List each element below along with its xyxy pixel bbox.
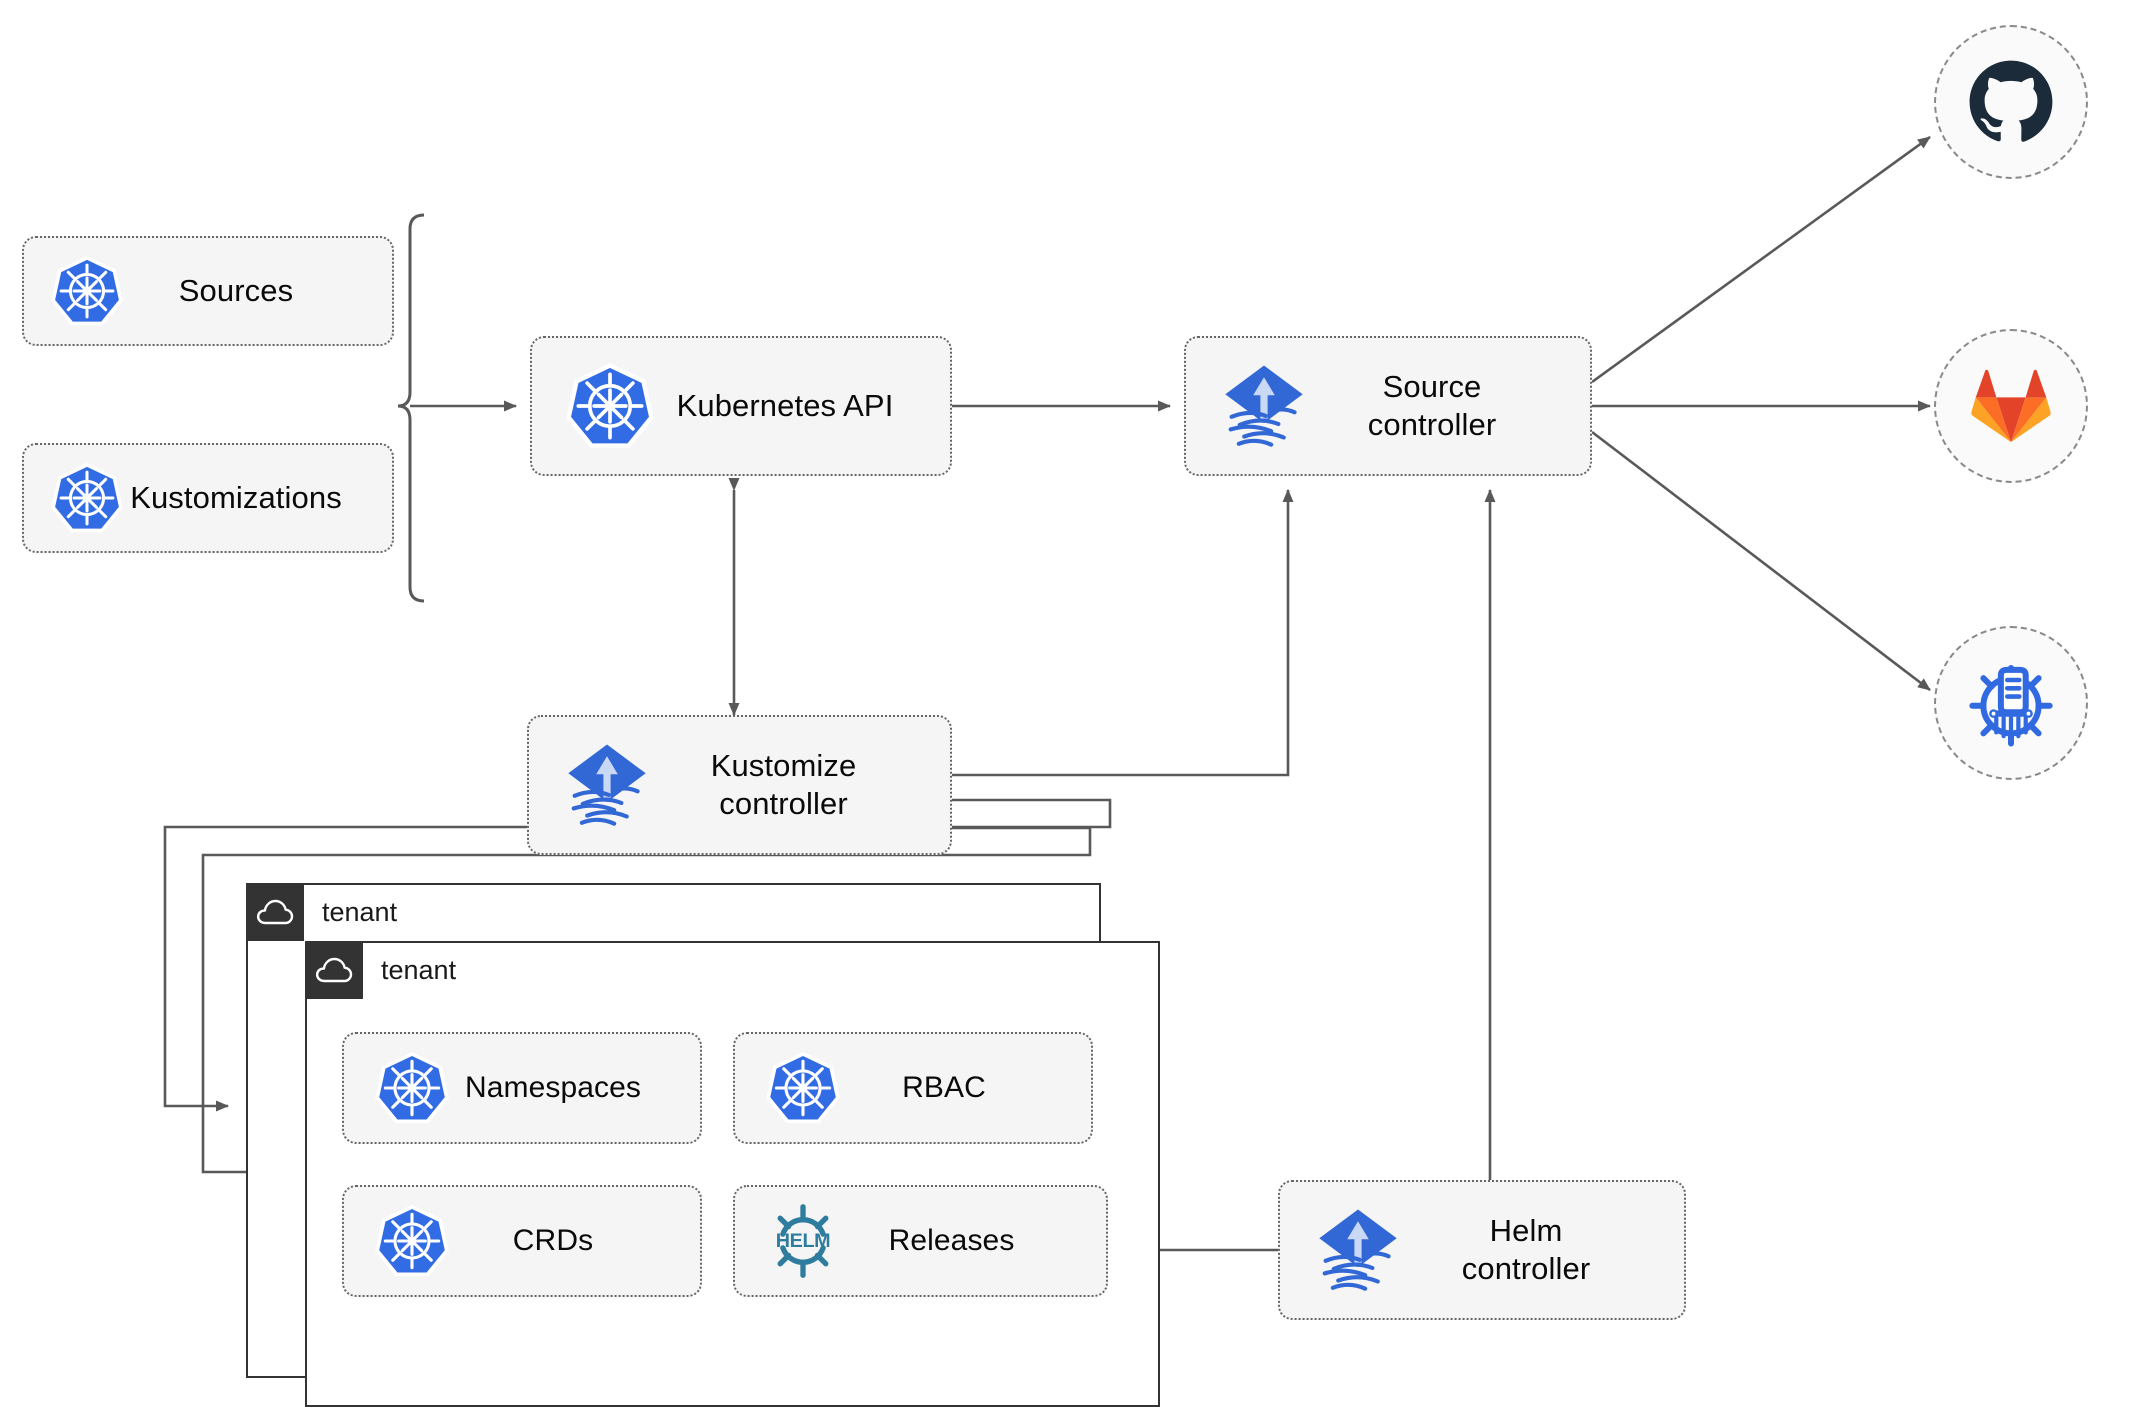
group-brace bbox=[397, 213, 425, 603]
node-crds[interactable]: CRDs bbox=[342, 1185, 702, 1297]
node-label-rbac: RBAC bbox=[902, 1070, 986, 1104]
node-kustomizations[interactable]: Kustomizations bbox=[22, 443, 394, 553]
edge-source-to-github bbox=[1591, 135, 1931, 384]
kubernetes-icon bbox=[374, 1050, 450, 1126]
node-rbac[interactable]: RBAC bbox=[733, 1032, 1093, 1144]
node-kustomize-controller[interactable]: Kustomize controller bbox=[527, 715, 952, 855]
kubernetes-icon bbox=[765, 1050, 841, 1126]
flux-icon bbox=[1312, 1204, 1404, 1296]
node-label-source-controller: Source controller bbox=[1367, 369, 1497, 442]
tenant-panel-front[interactable]: tenant bbox=[305, 941, 1160, 1407]
node-label-helm-controller: Helm controller bbox=[1461, 1213, 1591, 1286]
node-namespaces[interactable]: Namespaces bbox=[342, 1032, 702, 1144]
node-label-kubernetes-api: Kubernetes API bbox=[676, 388, 894, 424]
node-helm-controller[interactable]: Helm controller bbox=[1278, 1180, 1686, 1320]
kubernetes-icon bbox=[374, 1203, 450, 1279]
kubernetes-icon bbox=[564, 360, 656, 452]
svg-text:HELM: HELM bbox=[776, 1230, 830, 1252]
kubernetes-icon bbox=[50, 461, 124, 535]
node-label-sources: Sources bbox=[178, 273, 294, 309]
harbor-icon bbox=[1969, 665, 2053, 747]
node-label-namespaces: Namespaces bbox=[464, 1070, 642, 1104]
tenant-tab-front: tenant bbox=[305, 941, 456, 999]
external-source-gitlab[interactable] bbox=[1934, 329, 2088, 483]
tenant-label-front: tenant bbox=[381, 954, 457, 985]
kubernetes-icon bbox=[50, 254, 124, 328]
node-sources[interactable]: Sources bbox=[22, 236, 394, 346]
cloud-icon bbox=[246, 883, 304, 941]
github-icon bbox=[1969, 60, 2053, 142]
helm-icon: HELM bbox=[765, 1203, 841, 1279]
node-label-releases: Releases bbox=[888, 1223, 1015, 1257]
external-source-github[interactable] bbox=[1934, 25, 2088, 179]
tenant-tab-back: tenant bbox=[246, 883, 397, 941]
node-label-kustomize-controller: Kustomize controller bbox=[710, 748, 857, 821]
tenant-label-back: tenant bbox=[322, 896, 398, 927]
flux-icon bbox=[561, 739, 653, 831]
node-source-controller[interactable]: Source controller bbox=[1184, 336, 1592, 476]
gitlab-icon bbox=[1971, 369, 2051, 443]
node-label-kustomizations: Kustomizations bbox=[130, 480, 342, 516]
flux-icon bbox=[1218, 360, 1310, 452]
edge-kustomize-to-source bbox=[952, 489, 1294, 777]
external-source-harbor[interactable] bbox=[1934, 626, 2088, 780]
node-releases[interactable]: HELM Releases bbox=[733, 1185, 1108, 1297]
node-label-crds: CRDs bbox=[512, 1223, 594, 1257]
cloud-icon bbox=[305, 941, 363, 999]
node-kubernetes-api[interactable]: Kubernetes API bbox=[530, 336, 952, 476]
edge-source-to-harbor bbox=[1591, 430, 1931, 692]
